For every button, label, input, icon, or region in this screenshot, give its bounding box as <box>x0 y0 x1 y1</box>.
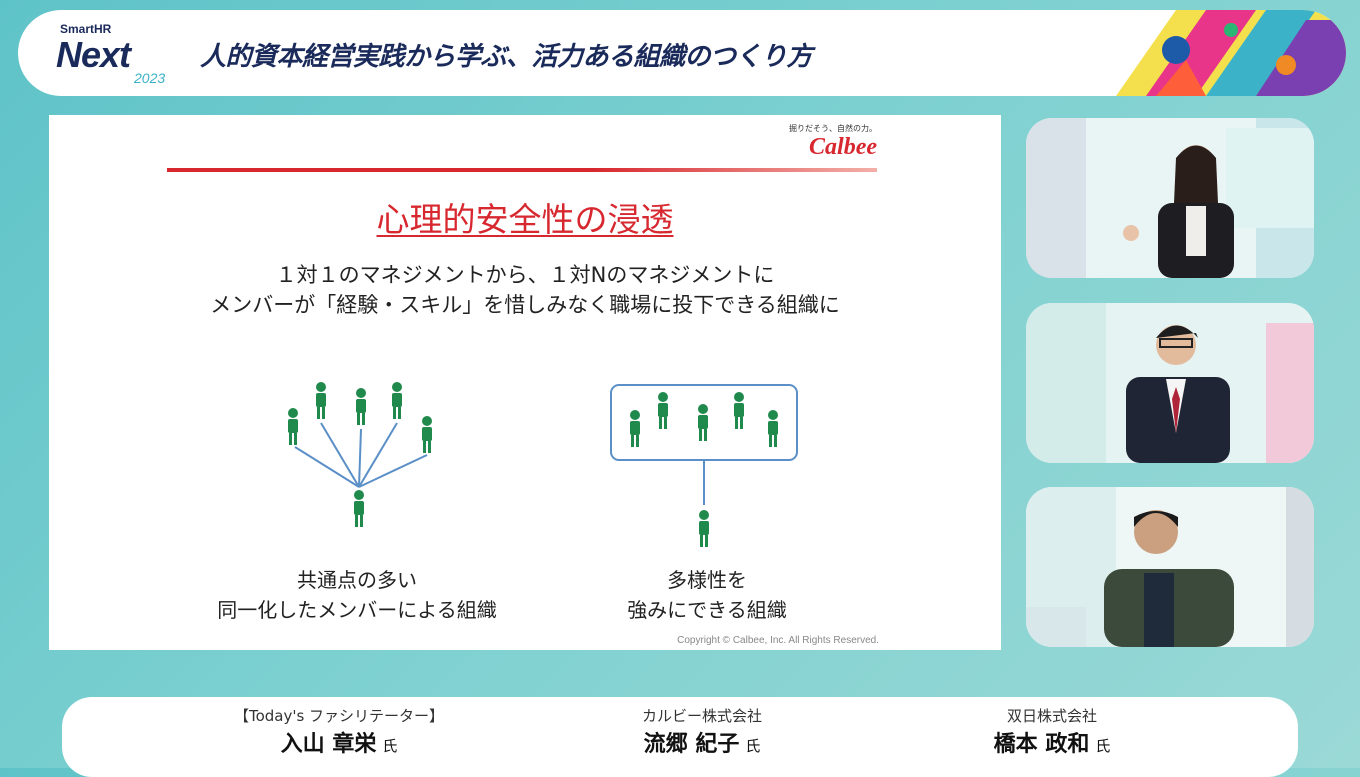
organization-diagram <box>288 382 798 547</box>
person-icon <box>698 404 708 441</box>
caption-right-line-1: 多様性を <box>667 568 747 592</box>
company-logo: 掘りだそう、自然の力。 Calbee <box>789 123 877 161</box>
slide-text-line-1: １対１のマネジメントから、１対Nのマネジメントに <box>275 263 775 287</box>
brand-tagline: 掘りだそう、自然の力。 <box>789 124 877 133</box>
header-bar: SmartHR Next 2023 人的資本経営実践から学ぶ、活力ある組織のつく… <box>18 10 1346 96</box>
person-icon <box>356 388 366 425</box>
person-icon <box>768 410 778 447</box>
speaker-name: 橋本 政和 <box>993 732 1090 757</box>
caption-right-line-2: 強みにできる組織 <box>627 598 787 622</box>
logo-year: 2023 <box>134 70 166 86</box>
speaker-label-3: 双日株式会社 橋本 政和氏 <box>942 705 1162 758</box>
speaker-label-1: 【Today's ファシリテーター】 入山 章栄氏 <box>204 705 474 758</box>
slide-title-text: 心理的安全性の浸透 <box>376 200 674 239</box>
caption-left-line-1: 共通点の多い <box>297 568 417 592</box>
speaker-org: 双日株式会社 <box>1006 707 1097 725</box>
video-frame <box>1026 303 1314 463</box>
speaker-org: カルビー株式会社 <box>641 707 762 725</box>
speaker-honorific: 氏 <box>382 737 398 755</box>
decorative-graphic <box>1116 10 1346 96</box>
person-icon <box>630 410 640 447</box>
video-frame <box>1026 487 1314 647</box>
logo-brand: SmartHR <box>60 22 112 36</box>
speaker-name-bar: 【Today's ファシリテーター】 入山 章栄氏 カルビー株式会社 流郷 紀子… <box>62 697 1298 777</box>
caption-right: 多様性を 強みにできる組織 <box>597 565 817 625</box>
presentation-slide: 掘りだそう、自然の力。 Calbee 心理的安全性の浸透 １対１のマネジメントか… <box>49 115 1001 650</box>
person-icon <box>288 408 298 445</box>
person-icon <box>354 490 364 527</box>
person-icon <box>316 382 326 419</box>
speaker-name: 入山 章栄 <box>280 732 377 757</box>
speaker-honorific: 氏 <box>745 737 761 755</box>
copyright-text: Copyright © Calbee, Inc. All Rights Rese… <box>677 635 879 646</box>
event-logo: SmartHR Next 2023 <box>56 20 196 92</box>
session-title: 人的資本経営実践から学ぶ、活力ある組織のつくり方 <box>200 42 813 72</box>
speaker-label-2: カルビー株式会社 流郷 紀子氏 <box>592 705 812 758</box>
person-icon <box>699 510 709 547</box>
person-icon <box>734 392 744 429</box>
speaker-video-3 <box>1026 487 1314 647</box>
caption-left: 共通点の多い 同一化したメンバーによる組織 <box>197 565 517 625</box>
person-icon <box>392 382 402 419</box>
speaker-org: 【Today's ファシリテーター】 <box>233 707 445 725</box>
hub-diagram <box>294 422 428 488</box>
person-icon <box>658 392 668 429</box>
speaker-video-2 <box>1026 303 1314 463</box>
speaker-honorific: 氏 <box>1095 737 1111 755</box>
speaker-name: 流郷 紀子 <box>643 732 740 757</box>
person-icon <box>422 416 432 453</box>
speaker-video-1 <box>1026 118 1314 278</box>
brand-name: Calbee <box>809 134 877 160</box>
caption-left-line-2: 同一化したメンバーによる組織 <box>217 598 497 622</box>
video-frame <box>1026 118 1314 278</box>
logo-wordmark: Next <box>56 34 131 75</box>
slide-title: 心理的安全性の浸透 <box>49 193 1001 241</box>
slide-text-line-2: メンバーが「経験・スキル」を惜しみなく職場に投下できる組織に <box>210 293 840 317</box>
title-rule <box>167 168 877 172</box>
